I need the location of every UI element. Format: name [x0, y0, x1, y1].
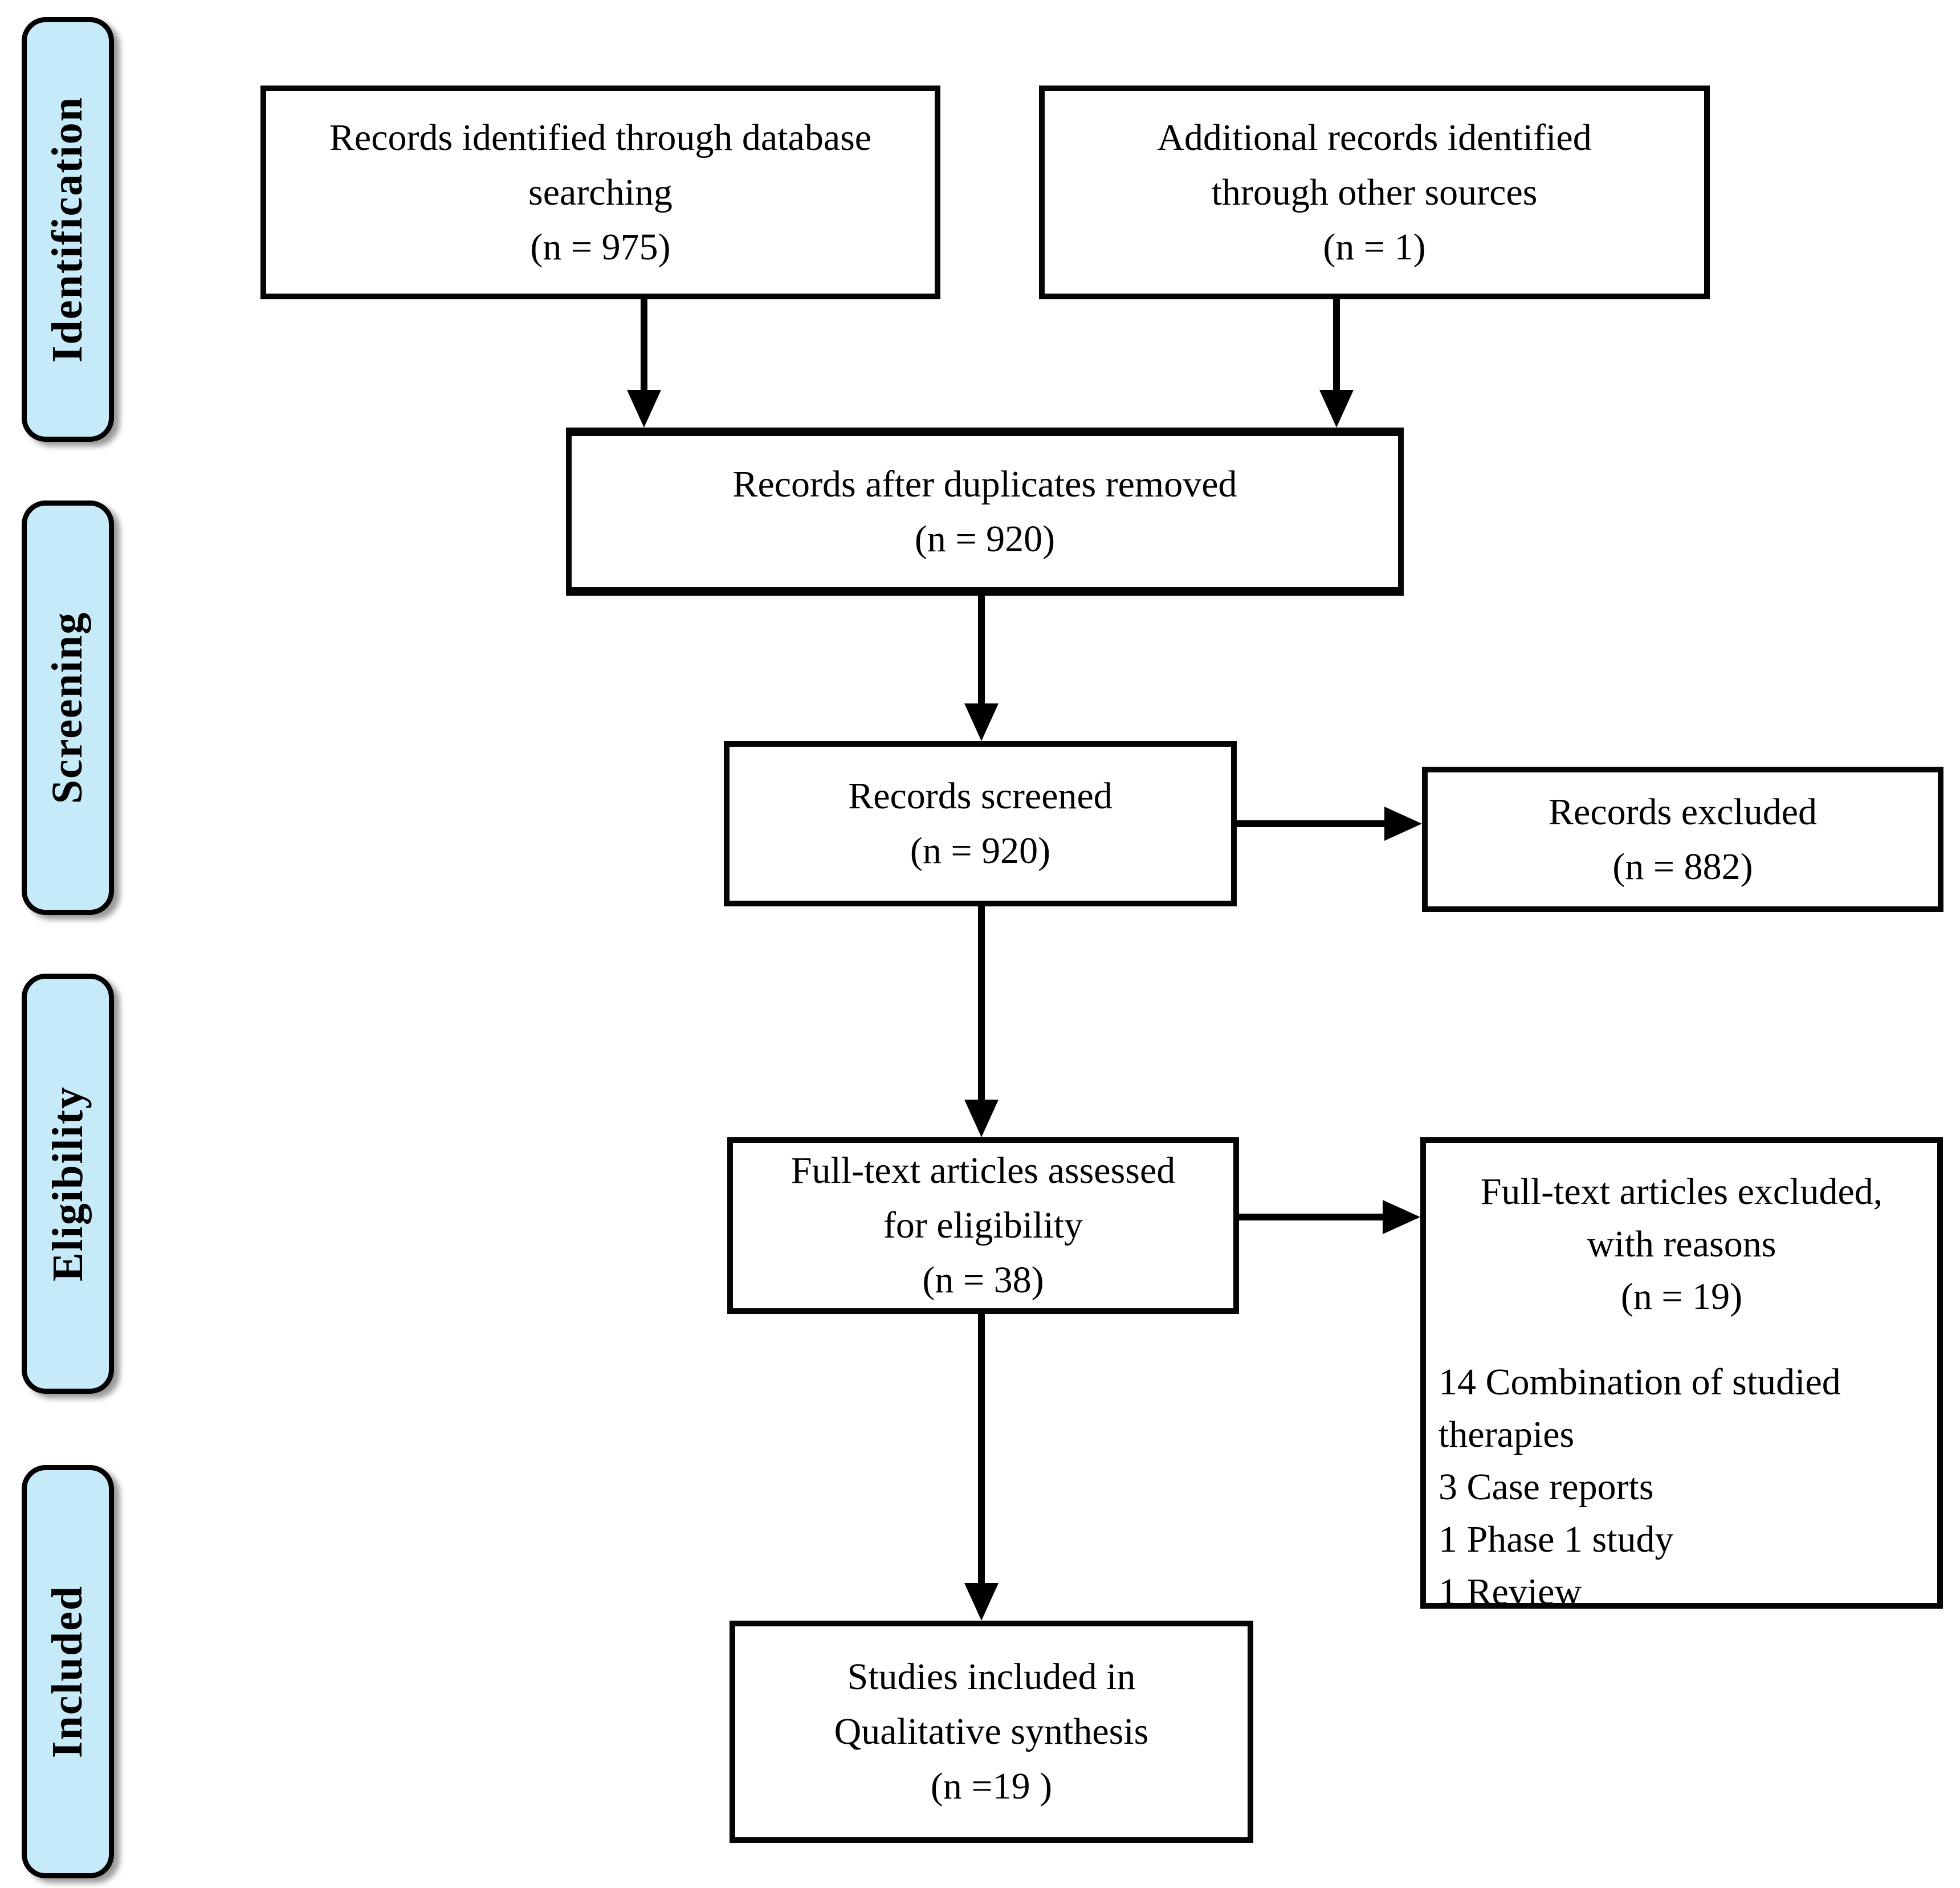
arrow-line-duplicates-to-screened	[978, 593, 985, 703]
box-records-excluded: Records excluded (n = 882)	[1422, 767, 1943, 912]
stage-label-eligibility: Eligibility	[22, 974, 114, 1394]
box-line: searching	[528, 171, 673, 213]
box-line: Records identified through database	[329, 116, 872, 158]
arrow-head-identified-to-duplicates	[627, 390, 661, 428]
box-line: through other sources	[1211, 171, 1538, 213]
box-additional-records: Additional records identified through ot…	[1039, 86, 1710, 299]
box-line: (n = 38)	[922, 1259, 1044, 1301]
stage-label-eligibility-text: Eligibility	[43, 1086, 92, 1281]
exclusion-reason: 14 Combination of studied therapies	[1439, 1361, 1841, 1455]
stage-label-identification-text: Identification	[43, 96, 92, 363]
box-fulltext-excluded: Full-text articles excluded, with reason…	[1420, 1137, 1943, 1613]
arrow-line-screened-to-excluded	[1234, 820, 1384, 827]
box-line: Full-text articles assessed	[790, 1150, 1176, 1191]
box-line: Additional records identified	[1157, 116, 1592, 158]
arrow-head-screened-to-excluded	[1384, 807, 1422, 841]
arrow-head-fulltext-to-included	[964, 1583, 999, 1621]
box-records-screened: Records screened (n = 920)	[724, 741, 1237, 906]
arrow-head-fulltext-to-excluded	[1383, 1200, 1420, 1234]
box-line: Records excluded	[1549, 791, 1817, 833]
arrow-line-screened-to-fulltext	[978, 904, 985, 1100]
box-line: for eligibility	[883, 1205, 1083, 1246]
arrow-line-additional-to-duplicates	[1333, 297, 1340, 390]
box-line: Records screened	[848, 775, 1113, 817]
box-line: (n = 975)	[530, 226, 671, 268]
stage-label-included-text: Included	[43, 1585, 92, 1759]
box-line: Qualitative synthesis	[834, 1711, 1149, 1752]
box-studies-included: Studies included in Qualitative synthesi…	[730, 1621, 1253, 1843]
stage-label-identification: Identification	[22, 17, 114, 442]
box-line: (n = 1)	[1323, 226, 1426, 268]
exclusion-reason: 1 Phase 1 study	[1439, 1519, 1674, 1560]
box-records-identified: Records identified through database sear…	[260, 86, 940, 299]
stage-label-screening-text: Screening	[43, 611, 92, 804]
exclusion-reason-list: 14 Combination of studied therapies 3 Ca…	[1439, 1356, 1925, 1618]
exclusion-reason: 3 Case reports	[1439, 1466, 1654, 1508]
box-line: Studies included in	[847, 1656, 1136, 1698]
box-line: (n = 920)	[910, 830, 1051, 872]
arrow-head-duplicates-to-screened	[964, 703, 999, 741]
stage-label-screening: Screening	[22, 501, 114, 915]
stage-label-included: Included	[22, 1465, 114, 1878]
arrow-head-screened-to-fulltext	[964, 1100, 999, 1137]
box-line: (n = 19)	[1620, 1276, 1743, 1317]
box-line: (n = 920)	[914, 518, 1056, 560]
arrow-line-identified-to-duplicates	[641, 297, 647, 390]
arrow-line-fulltext-to-excluded	[1237, 1214, 1383, 1220]
box-fulltext-assessed: Full-text articles assessed for eligibil…	[727, 1137, 1239, 1314]
arrow-line-fulltext-to-included	[978, 1312, 985, 1583]
exclusion-reason: 1 Review	[1439, 1571, 1582, 1613]
box-line: Full-text articles excluded,	[1480, 1171, 1883, 1212]
box-line: with reasons	[1587, 1223, 1776, 1265]
box-line: (n = 882)	[1612, 845, 1753, 888]
arrow-head-additional-to-duplicates	[1319, 390, 1354, 428]
box-line: (n =19 )	[930, 1765, 1053, 1807]
box-after-duplicates: Records after duplicates removed (n = 92…	[566, 428, 1404, 596]
box-line: Records after duplicates removed	[732, 463, 1237, 505]
